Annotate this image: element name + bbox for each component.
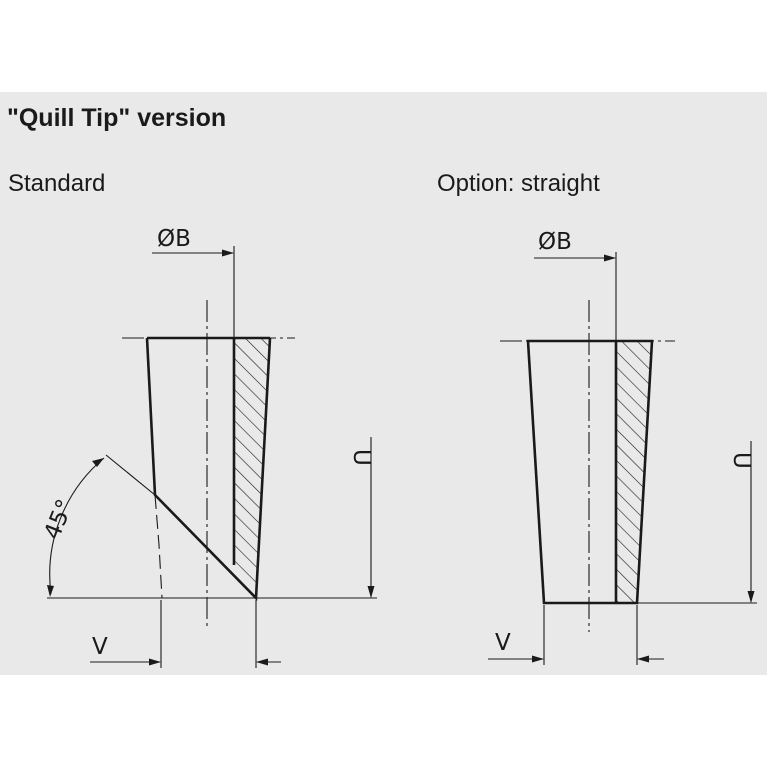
standard-phantom-line (154, 494, 163, 599)
drawing-title: "Quill Tip" version (7, 104, 226, 132)
standard-tip-outline (145, 337, 272, 602)
straight-hatched-wall (616, 341, 652, 603)
straight-tip-outline (526, 339, 654, 605)
straight-v-arrow-left (532, 655, 544, 663)
standard-caption: Standard (8, 170, 105, 197)
standard-v-label: V (92, 634, 108, 660)
standard-b-arrow (222, 249, 234, 257)
straight-v-arrow-right (637, 655, 649, 663)
straight-b-label: ØB (538, 229, 572, 255)
standard-angle-arrow-bottom (47, 585, 54, 597)
standard-u-arrow (367, 586, 375, 598)
straight-view: ØB U V (488, 229, 757, 665)
standard-angle-extension (105, 454, 156, 496)
standard-v-arrow-right (256, 658, 268, 666)
standard-angle-arc (49, 457, 105, 595)
standard-angle-arrow-top (92, 458, 104, 467)
standard-view: ØB U V 45° (39, 226, 377, 668)
straight-caption: Option: straight (437, 170, 600, 197)
standard-u-label: U (348, 449, 374, 466)
straight-v-label: V (495, 630, 511, 656)
standard-angle-label: 45° (39, 496, 78, 544)
straight-u-arrow (747, 591, 755, 603)
standard-hatched-wall (234, 338, 270, 598)
straight-u-label: U (728, 452, 754, 469)
straight-b-arrow (604, 254, 616, 262)
standard-v-arrow-left (149, 658, 161, 666)
standard-b-label: ØB (157, 226, 191, 252)
